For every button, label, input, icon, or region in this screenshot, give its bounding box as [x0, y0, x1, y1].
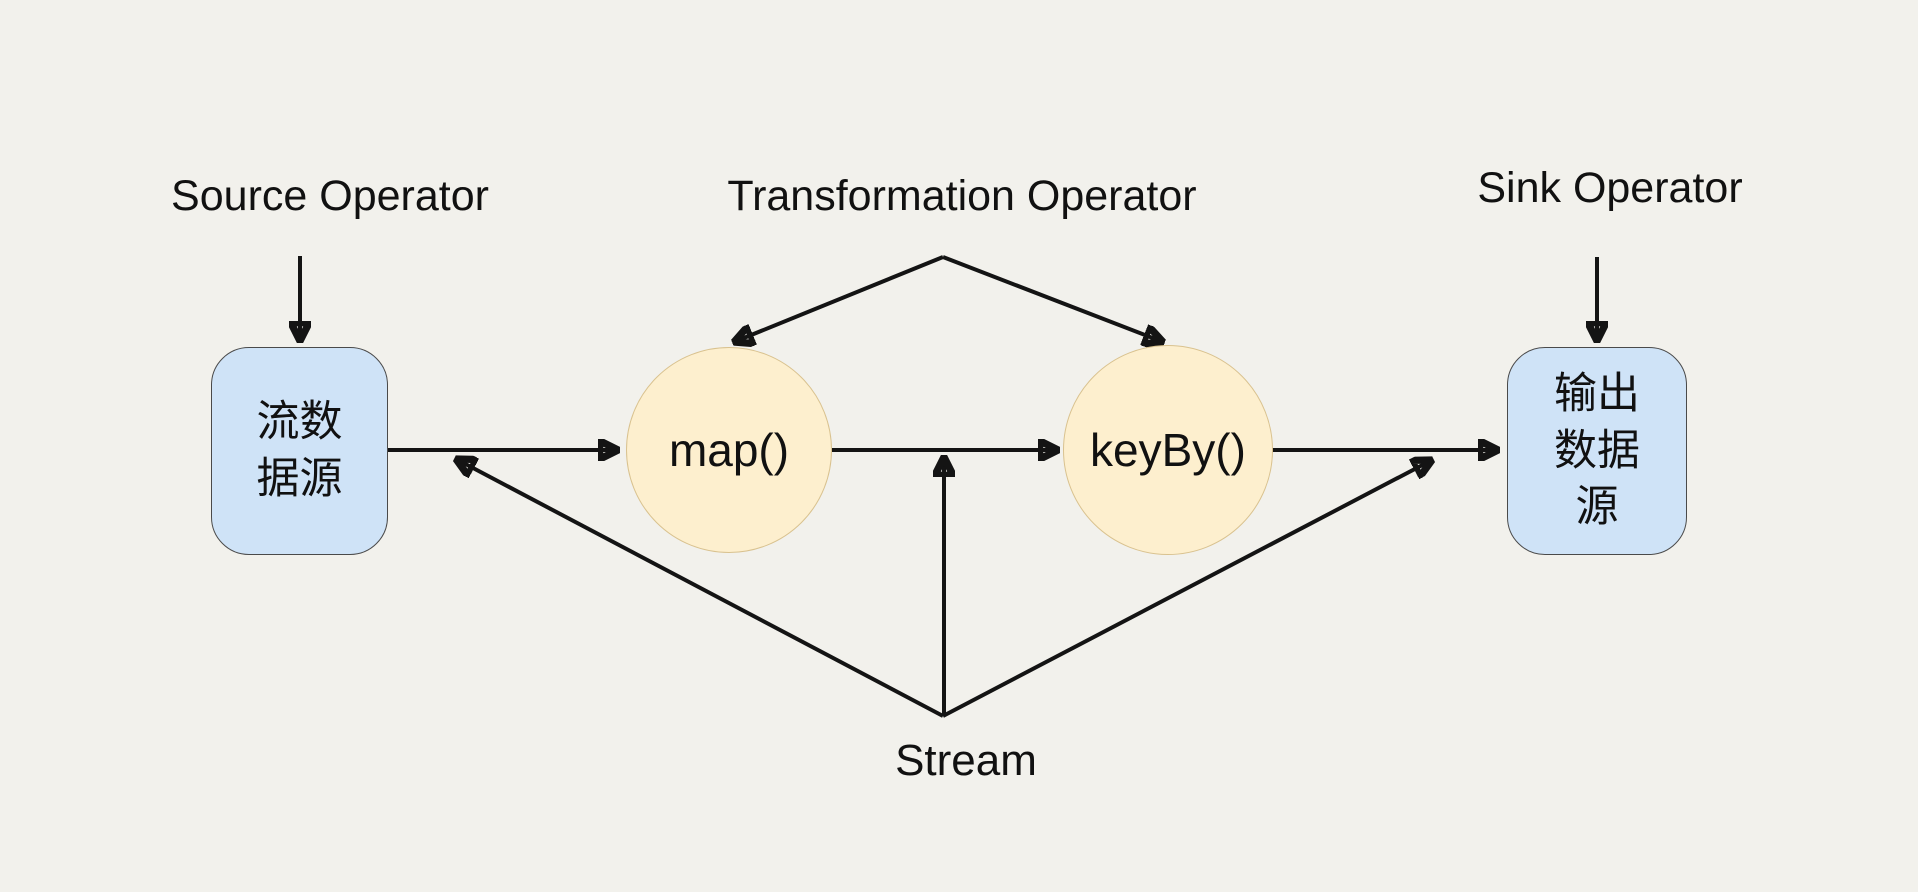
node-map-label: map() [668, 424, 790, 476]
node-map: map() [626, 347, 832, 553]
node-source-label: 流数 据源 [256, 398, 343, 503]
node-sink-label: 输出 数据 源 [1554, 369, 1640, 532]
edge-transformation-to-map-arrow [734, 255, 944, 342]
node-source: 流数 据源 [211, 347, 388, 555]
sink-operator-label: Sink Operator [1477, 164, 1743, 212]
node-keyby: keyBy() [1063, 345, 1273, 555]
node-sink: 输出 数据 源 [1507, 347, 1687, 555]
node-keyby-label: keyBy() [1090, 424, 1246, 476]
transformation-operator-label: Transformation Operator [727, 172, 1197, 220]
stream-label: Stream [895, 736, 1037, 785]
edge-transformation-to-keyby-arrow [942, 255, 1163, 342]
source-operator-label: Source Operator [171, 172, 489, 220]
